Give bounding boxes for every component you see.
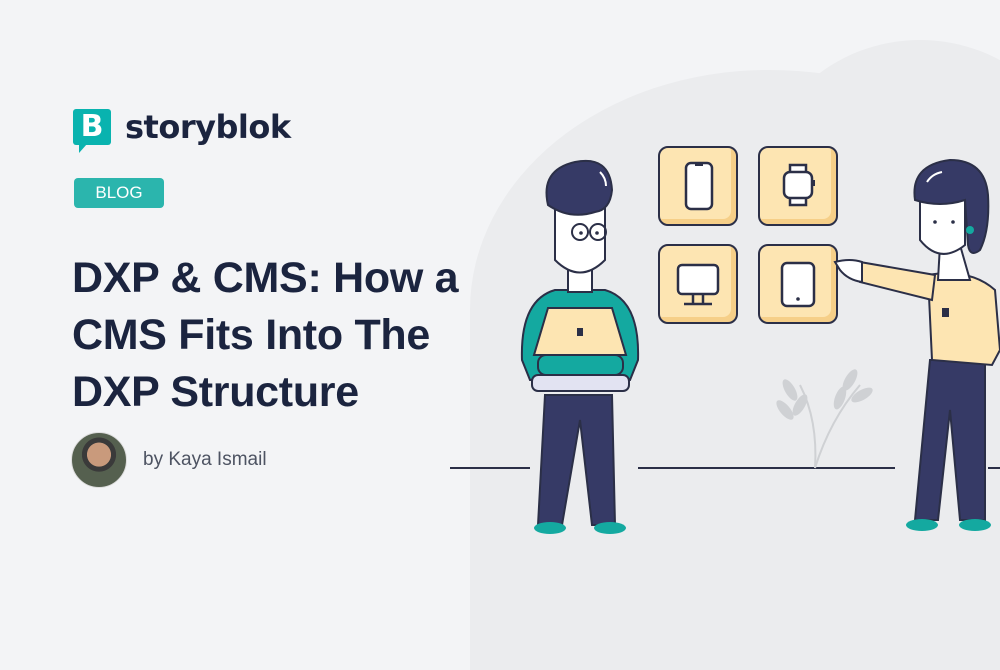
desktop-monitor-icon bbox=[676, 263, 720, 306]
author-byline: by Kaya Ismail bbox=[71, 432, 267, 488]
article-title: DXP & CMS: How a CMS Fits Into The DXP S… bbox=[72, 254, 459, 416]
smartwatch-icon bbox=[782, 163, 815, 207]
man-with-laptop-illustration bbox=[520, 159, 640, 534]
storyblok-logo-icon: B bbox=[73, 109, 111, 153]
tile-smartphone bbox=[658, 146, 738, 226]
brand-name: storyblok bbox=[125, 108, 291, 146]
brand-logo[interactable]: B storyblok bbox=[73, 108, 291, 153]
tile-tablet bbox=[758, 244, 838, 324]
tile-smartwatch bbox=[758, 146, 838, 226]
smartphone-icon bbox=[684, 161, 714, 211]
hero-illustration bbox=[450, 369, 1000, 469]
logo-letter: B bbox=[80, 109, 104, 144]
plant-icon bbox=[776, 369, 873, 469]
tablet-icon bbox=[780, 261, 816, 308]
tile-desktop bbox=[658, 244, 738, 324]
author-avatar bbox=[71, 432, 127, 488]
blog-badge[interactable]: BLOG bbox=[74, 178, 164, 208]
woman-pointing-illustration bbox=[833, 158, 1000, 531]
author-name: by Kaya Ismail bbox=[143, 449, 267, 470]
